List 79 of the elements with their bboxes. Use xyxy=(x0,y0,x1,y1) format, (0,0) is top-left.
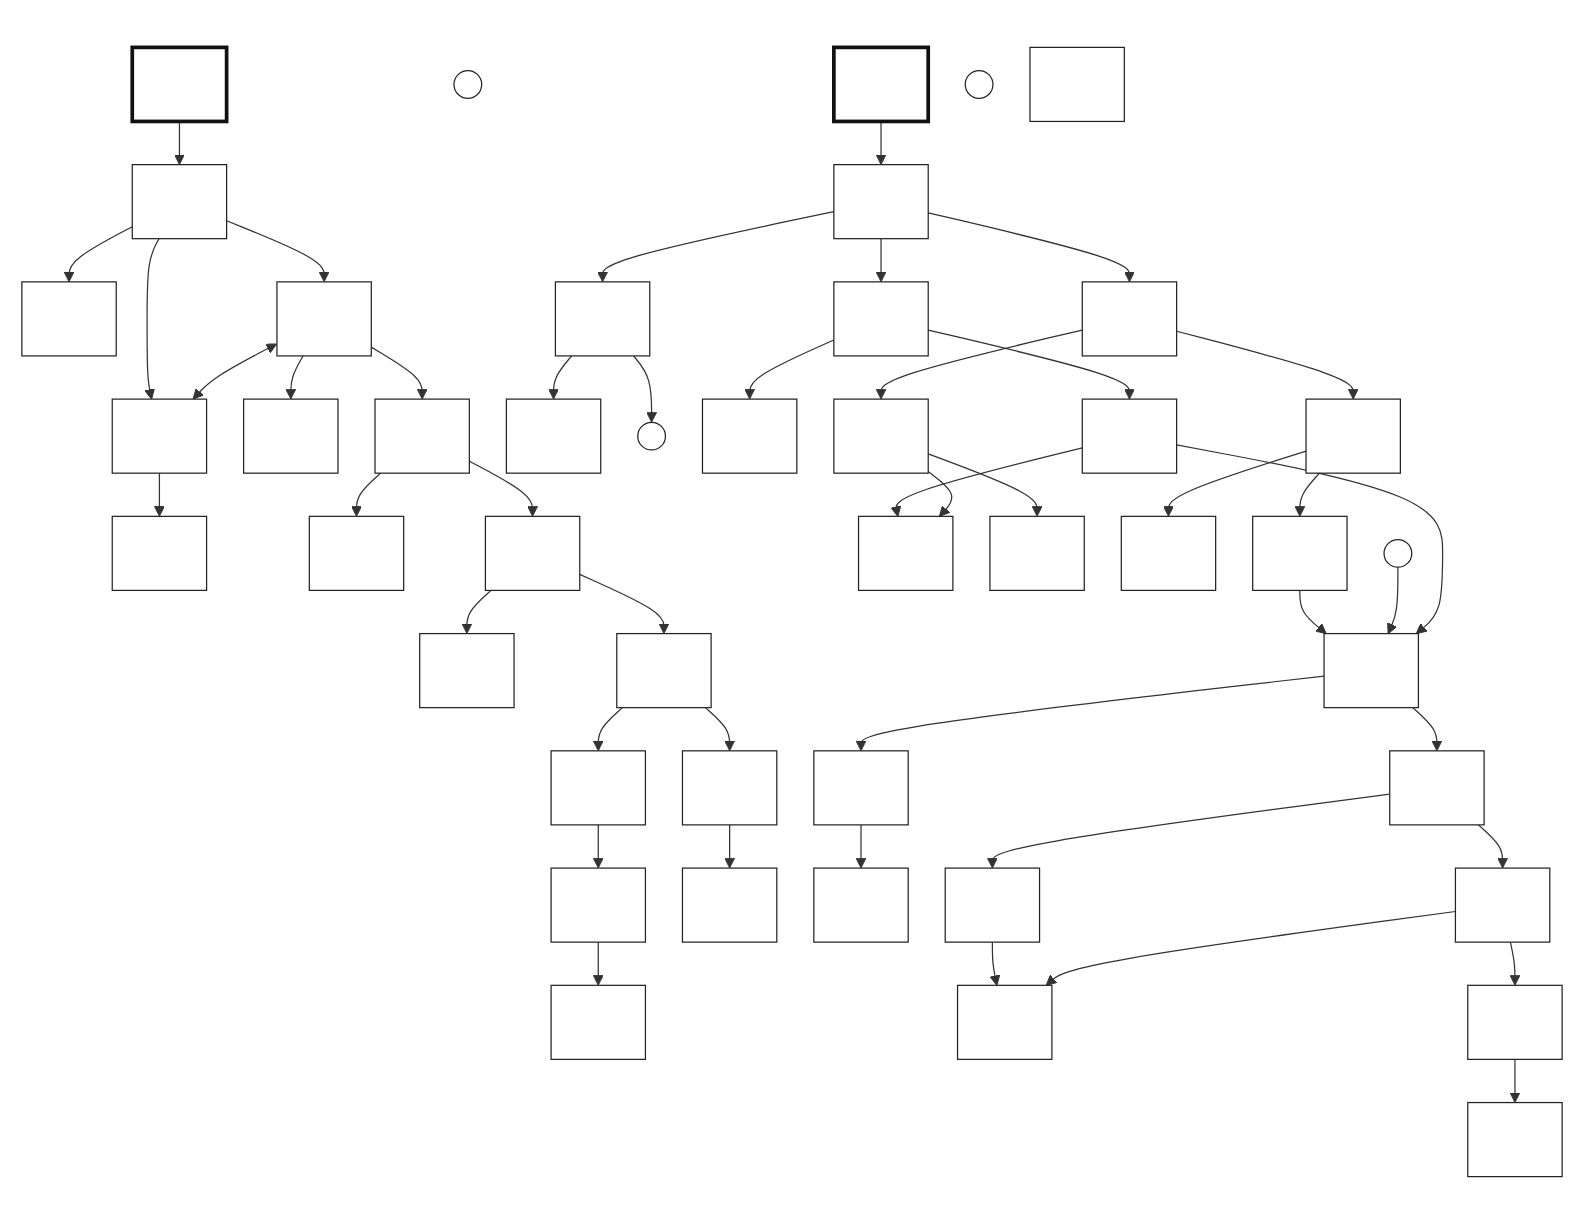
arrow xyxy=(592,941,604,986)
node-box xyxy=(111,398,208,474)
node-circle xyxy=(1383,538,1413,568)
node-box xyxy=(1467,1101,1563,1178)
node-box xyxy=(308,515,405,591)
node-circle xyxy=(964,69,994,99)
arrow xyxy=(875,238,887,283)
node-box xyxy=(550,867,647,943)
node-box xyxy=(111,515,208,591)
node-box xyxy=(1252,515,1348,591)
node-box xyxy=(616,633,712,709)
arrow xyxy=(592,707,624,752)
node-box xyxy=(681,867,778,943)
arrow xyxy=(154,472,165,517)
node-box xyxy=(374,398,470,474)
node-box xyxy=(813,750,909,826)
node-box xyxy=(1454,867,1551,943)
node-box xyxy=(1081,398,1178,474)
node-box xyxy=(130,45,229,124)
node-box xyxy=(21,281,117,357)
node-box xyxy=(1029,46,1125,123)
arrow xyxy=(704,707,736,752)
arrow xyxy=(855,824,867,869)
node-circle xyxy=(453,69,483,99)
node-box xyxy=(550,750,647,826)
node-box xyxy=(989,515,1085,591)
node-box xyxy=(1389,750,1485,826)
arrow xyxy=(226,220,330,283)
arrow xyxy=(1412,707,1443,752)
node-box xyxy=(857,515,954,591)
node-box xyxy=(832,45,931,124)
arrow xyxy=(1299,589,1327,635)
node-box xyxy=(1323,633,1420,709)
arrow xyxy=(579,573,670,635)
arrow xyxy=(461,589,492,635)
node-box xyxy=(550,984,647,1060)
arrow xyxy=(1509,1058,1521,1104)
node-box xyxy=(701,398,798,474)
node-box xyxy=(243,398,339,474)
arrow xyxy=(1176,330,1359,400)
arrow xyxy=(875,329,1083,400)
node-box xyxy=(956,984,1053,1060)
node-box xyxy=(813,867,909,943)
arrow xyxy=(1477,824,1509,869)
arrow xyxy=(144,238,160,400)
node-box xyxy=(833,281,929,357)
arrow xyxy=(1163,450,1307,517)
node-box xyxy=(833,398,929,474)
node-box xyxy=(681,750,778,826)
node-box xyxy=(833,164,929,240)
node-box xyxy=(1467,984,1563,1060)
arrow xyxy=(351,472,382,517)
arrow xyxy=(192,343,277,400)
node-box xyxy=(554,281,651,357)
node-box xyxy=(484,515,581,591)
node-box xyxy=(1120,515,1217,591)
node-box xyxy=(505,398,602,474)
arrow xyxy=(592,824,604,869)
node-box xyxy=(419,633,515,709)
node-box xyxy=(1081,281,1178,357)
arrow xyxy=(1509,941,1521,986)
arrow xyxy=(724,824,736,869)
arrow xyxy=(632,355,658,423)
node-box xyxy=(276,281,372,357)
node-box xyxy=(1305,398,1401,474)
arrow xyxy=(548,355,573,400)
arrow xyxy=(890,447,1083,517)
node-box xyxy=(944,867,1041,943)
arrow xyxy=(855,675,1325,752)
node-box xyxy=(131,164,228,240)
arrow xyxy=(1176,444,1444,635)
node-circle xyxy=(637,421,667,451)
arrow xyxy=(1387,566,1399,635)
arrow xyxy=(927,470,953,517)
arrow xyxy=(285,355,304,400)
arrow xyxy=(927,453,1043,517)
arrow xyxy=(1294,472,1321,517)
arrow xyxy=(63,226,133,283)
arrow xyxy=(989,941,1001,986)
